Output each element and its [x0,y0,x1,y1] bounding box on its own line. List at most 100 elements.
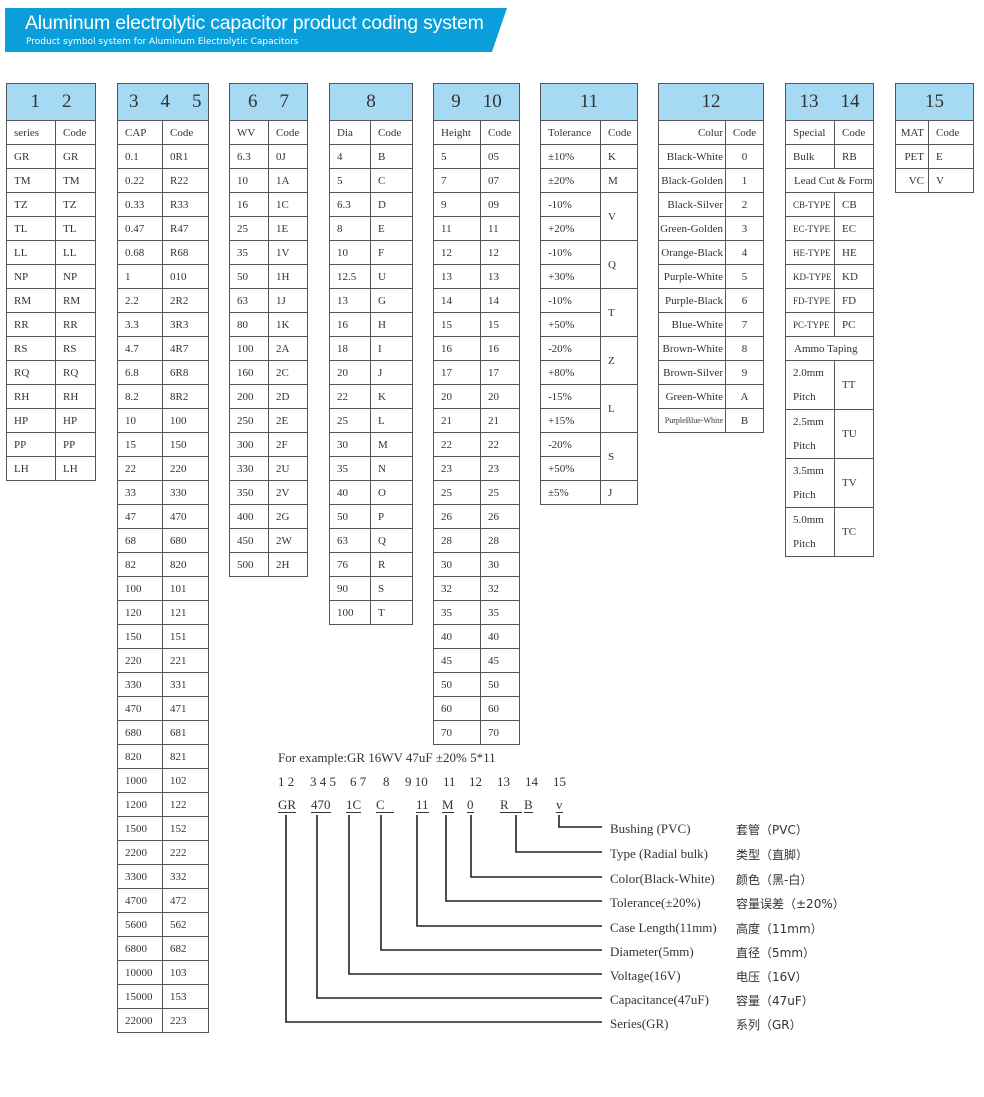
table-cell-code: RH [55,384,96,409]
connector-line [445,815,602,902]
table-row: Ammo Taping [785,336,874,361]
position-number: 12 [701,91,721,112]
table-cell-value: 40 [329,480,371,505]
table-cell-code: 13 [480,264,520,289]
example-title: For example:GR 16WV 47uF ±20% 5*11 [278,750,496,765]
table-header-numbers: 8 [329,83,413,121]
table-cell-code: 1 [725,168,764,193]
table-cell-code: C [370,168,413,193]
column-header: WV [229,120,269,145]
position-label: 14 [525,774,538,789]
position-number: 15 [925,91,944,112]
table-cell-value: 9 [433,192,481,217]
table-cell-code: 2D [268,384,308,409]
table-cell-code: RQ [55,360,96,385]
table-cell-value: 150 [117,624,163,649]
legend-label-zh: 电压（16V） [736,970,808,984]
position-label: 11 [443,774,456,789]
legend-label-zh: 容量误差（±20%） [736,897,845,911]
table-cell-code: 35 [480,600,520,625]
table-header-row: 12 [658,83,764,121]
table-cell-value: 1 [117,264,163,289]
table-cell-value: PP [6,432,56,457]
connector-line [416,815,602,927]
table-cell-code: GR [55,144,96,169]
table-cell-value: LL [6,240,56,265]
table-row: -10%T [540,288,639,337]
table-cell-code: LL [55,240,96,265]
position-number: 10 [482,91,502,112]
table-cell-code: 1K [268,312,308,337]
table-cell-code: 220 [162,456,209,481]
position-number: 14 [840,91,860,112]
table-cell-code: 332 [162,864,209,889]
legend-label-en: Case Length(11mm) [610,920,717,935]
table-cell-code: 330 [162,480,209,505]
table-cell-value: ±10% [540,144,601,169]
table-cell-code: 25 [480,480,520,505]
table-cell-code: 0 [725,144,764,169]
table-cell-code: TU [834,409,874,459]
table-cell-code: TV [834,458,874,508]
table-cell-value: 680 [117,720,163,745]
table-cell-value: HP [6,408,56,433]
table-cell-value: 2.2 [117,288,163,313]
table-cell-value: 100 [229,336,269,361]
connector-line [316,815,602,999]
table-cell-value: Blue-White [658,312,726,337]
table-cell-code: 2U [268,456,308,481]
position-number: 7 [279,91,290,112]
table-cell-code: 6 [725,288,764,313]
table-row: +15% [540,408,638,433]
table-cell-code: 223 [162,1008,209,1033]
table-cell-value: -20% [540,432,601,457]
table-cell-value: 3.5mm Pitch [785,458,835,508]
code-segment: M [442,797,454,813]
table-row: -10%V [540,192,639,241]
table-cell-code: 150 [162,432,209,457]
position-number: 11 [579,91,599,112]
table-cell-value: 68 [117,528,163,553]
table-cell-value: 2.0mm Pitch [785,360,835,410]
table-cell-value: 10 [229,168,269,193]
table-cell-code: 3R3 [162,312,209,337]
connector-line [348,815,602,975]
table-cell-value: 15 [117,432,163,457]
position-number: 5 [192,91,202,112]
table-cell-value: 22 [117,456,163,481]
table-cell-value: 25 [229,216,269,241]
